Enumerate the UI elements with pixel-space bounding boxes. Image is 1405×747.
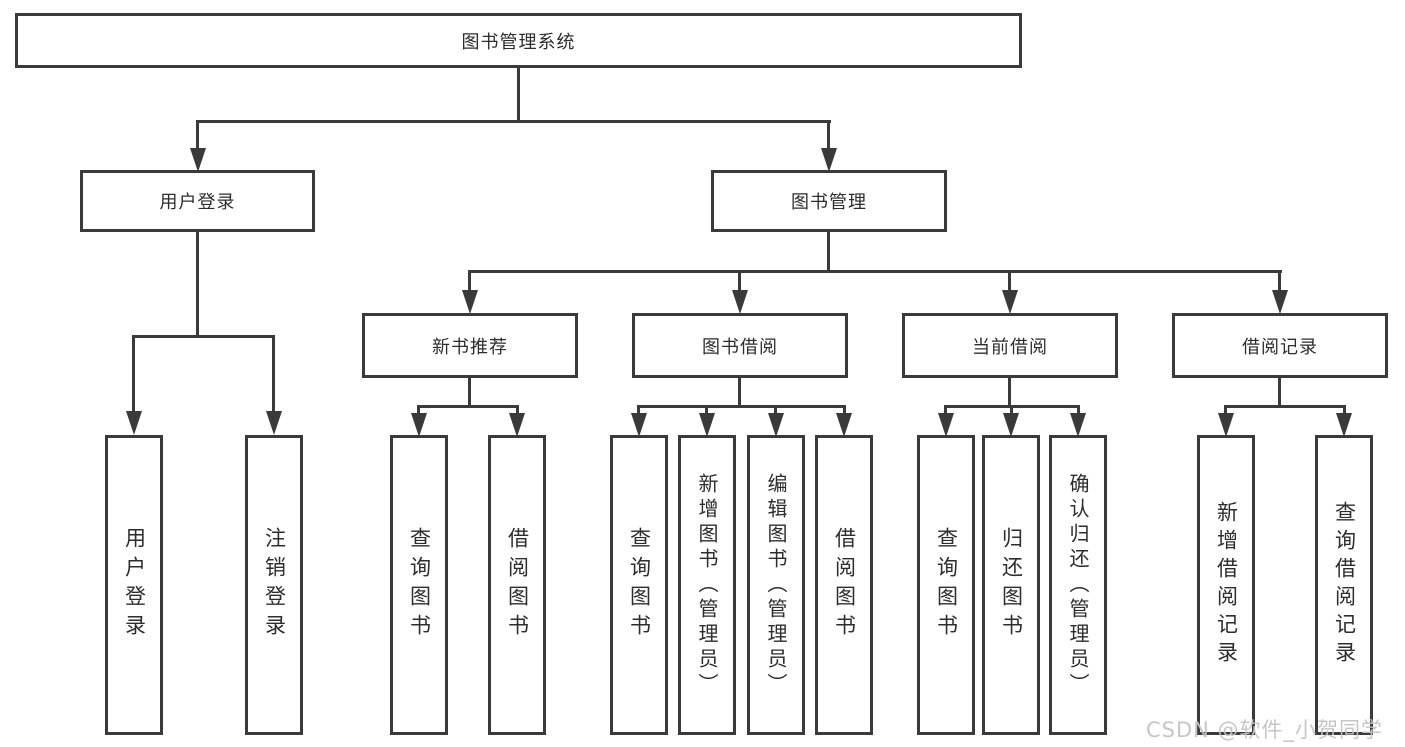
- connector-drop-edit-book: [774, 405, 777, 417]
- node-confirm-return-admin: 确认归还（管理员）: [1049, 435, 1107, 735]
- connector-root-stem: [517, 68, 520, 123]
- connector-drop-user-login: [196, 120, 199, 152]
- connector-drop-query-books-1: [417, 405, 420, 417]
- arrowhead-borrow-books-2: [836, 413, 852, 437]
- connector-drop-confirm-return: [1077, 405, 1080, 417]
- connector-new-book-stem: [468, 378, 471, 408]
- node-book-borrow: 图书借阅: [632, 313, 848, 378]
- arrowhead-edit-book: [768, 413, 784, 437]
- connector-book-borrow-rail: [637, 405, 846, 408]
- connector-drop-book-management: [827, 120, 830, 152]
- arrowhead-user-login-leaf: [126, 411, 142, 435]
- connector-drop-query-books-2: [637, 405, 640, 417]
- connector-drop-borrow-books-2: [843, 405, 846, 417]
- node-query-books-1: 查询图书: [390, 435, 448, 735]
- node-book-management-label: 图书管理: [791, 192, 867, 213]
- connector-user-login-rail: [132, 335, 275, 338]
- arrowhead-borrow-records: [1272, 290, 1288, 314]
- node-logout: 注销登录: [245, 435, 303, 735]
- node-current-borrow: 当前借阅: [902, 313, 1118, 378]
- node-query-borrow-record-label: 查询借阅记录: [1332, 501, 1357, 669]
- node-logout-label: 注销登录: [262, 527, 287, 643]
- node-borrow-records: 借阅记录: [1172, 313, 1388, 378]
- node-book-management: 图书管理: [711, 170, 947, 232]
- node-add-borrow-record-label: 新增借阅记录: [1214, 501, 1239, 669]
- arrowhead-query-books-1: [411, 413, 427, 437]
- node-query-books-3-label: 查询图书: [934, 527, 959, 643]
- connector-book-borrow-stem: [738, 378, 741, 408]
- connector-drop-query-books-3: [944, 405, 947, 417]
- arrowhead-query-record: [1336, 413, 1352, 437]
- connector-drop-book-borrow: [738, 270, 741, 292]
- connector-drop-borrow-records: [1278, 270, 1281, 292]
- connector-book-management-rail: [468, 270, 1282, 273]
- node-confirm-return-admin-label: 确认归还（管理员）: [1066, 472, 1090, 698]
- connector-user-login-stem: [196, 232, 199, 337]
- node-book-borrow-label: 图书借阅: [702, 336, 778, 358]
- node-query-books-3: 查询图书: [917, 435, 975, 735]
- arrowhead-book-management: [821, 148, 837, 172]
- connector-drop-add-book: [705, 405, 708, 417]
- node-add-borrow-record: 新增借阅记录: [1197, 435, 1255, 735]
- connector-drop-logout: [272, 335, 275, 413]
- connector-drop-borrow-books-1: [516, 405, 519, 417]
- node-query-books-2: 查询图书: [610, 435, 668, 735]
- node-borrow-records-label: 借阅记录: [1242, 336, 1318, 358]
- arrowhead-user-login: [190, 148, 206, 172]
- arrowhead-logout: [266, 411, 282, 435]
- node-new-book-recommend-label: 新书推荐: [432, 336, 508, 358]
- arrowhead-add-book: [699, 413, 715, 437]
- connector-root-rail: [196, 120, 831, 123]
- connector-drop-user-login-leaf: [132, 335, 135, 413]
- node-query-books-2-label: 查询图书: [627, 527, 652, 643]
- arrowhead-borrow-books-1: [509, 413, 525, 437]
- node-query-borrow-record: 查询借阅记录: [1315, 435, 1373, 735]
- node-user-login-leaf-label: 用户登录: [122, 527, 147, 643]
- arrowhead-query-books-3: [938, 413, 954, 437]
- node-edit-book-admin-label: 编辑图书（管理员）: [764, 472, 788, 698]
- node-return-book-label: 归还图书: [999, 527, 1024, 643]
- connector-current-borrow-stem: [1008, 378, 1011, 408]
- connector-borrow-records-stem: [1278, 378, 1281, 408]
- connector-drop-query-record: [1343, 405, 1346, 417]
- connector-drop-new-book: [468, 270, 471, 292]
- node-root: 图书管理系统: [15, 13, 1022, 68]
- node-edit-book-admin: 编辑图书（管理员）: [747, 435, 805, 735]
- connector-new-book-rail: [417, 405, 519, 408]
- node-query-books-1-label: 查询图书: [407, 527, 432, 643]
- arrowhead-current-borrow: [1002, 290, 1018, 314]
- node-root-label: 图书管理系统: [461, 31, 576, 53]
- arrowhead-query-books-2: [631, 413, 647, 437]
- connector-drop-current-borrow: [1008, 270, 1011, 292]
- node-user-login-leaf: 用户登录: [105, 435, 163, 735]
- arrowhead-add-record: [1218, 413, 1234, 437]
- node-borrow-books-2: 借阅图书: [815, 435, 873, 735]
- node-current-borrow-label: 当前借阅: [972, 336, 1048, 358]
- node-borrow-books-2-label: 借阅图书: [832, 527, 857, 643]
- arrowhead-book-borrow: [732, 290, 748, 314]
- arrowhead-confirm-return: [1070, 413, 1086, 437]
- node-borrow-books-1: 借阅图书: [488, 435, 546, 735]
- connector-book-management-stem: [827, 232, 830, 273]
- node-user-login: 用户登录: [80, 170, 315, 232]
- connector-borrow-records-rail: [1224, 405, 1346, 408]
- node-add-book-admin: 新增图书（管理员）: [678, 435, 736, 735]
- csdn-watermark: CSDN @软件_小贺同学: [1146, 718, 1384, 742]
- node-return-book: 归还图书: [982, 435, 1040, 735]
- node-user-login-label: 用户登录: [159, 192, 236, 213]
- arrowhead-new-book: [462, 290, 478, 314]
- connector-drop-add-record: [1224, 405, 1227, 417]
- node-borrow-books-1-label: 借阅图书: [505, 527, 530, 643]
- node-add-book-admin-label: 新增图书（管理员）: [695, 472, 719, 698]
- connector-drop-return-book: [1010, 405, 1013, 417]
- arrowhead-return-book: [1003, 413, 1019, 437]
- node-new-book-recommend: 新书推荐: [362, 313, 578, 378]
